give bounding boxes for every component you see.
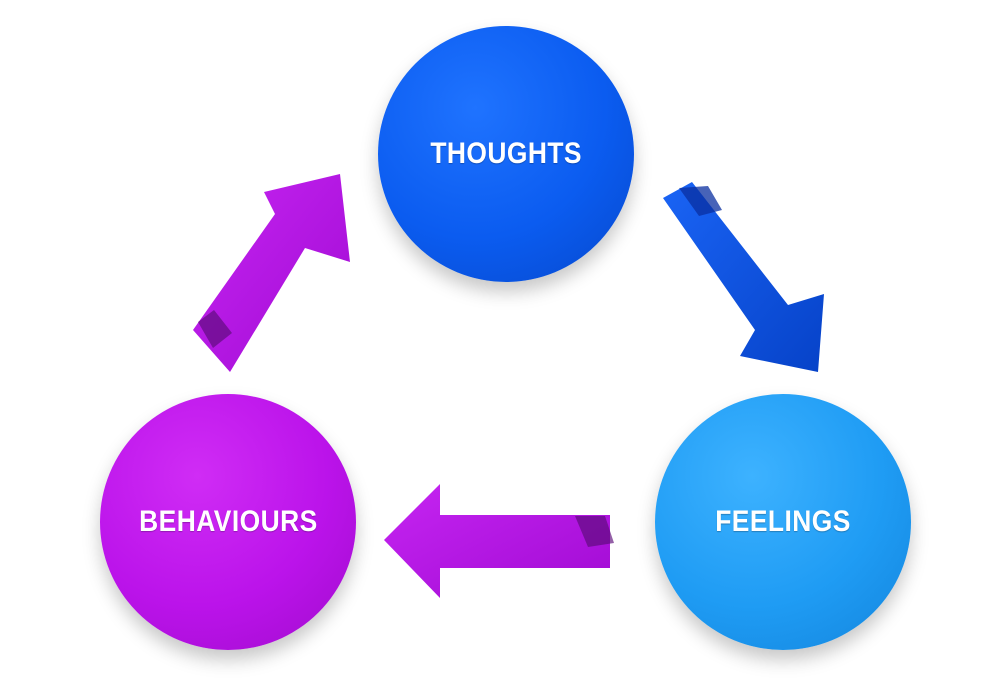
node-behaviours: BEHAVIOURS xyxy=(100,394,356,650)
node-thoughts: THOUGHTS xyxy=(378,26,634,282)
arrow-feelings-to-behaviours xyxy=(384,484,614,598)
node-feelings: FEELINGS xyxy=(655,394,911,650)
arrow-behaviours-to-thoughts xyxy=(193,174,350,372)
node-behaviours-label: BEHAVIOURS xyxy=(138,505,318,538)
arrow-curl-purple-left xyxy=(198,310,232,348)
node-thoughts-label: THOUGHTS xyxy=(430,137,582,170)
node-feelings-label: FEELINGS xyxy=(715,505,851,538)
arrow-curl-purple-bottom xyxy=(575,516,614,547)
arrow-curl-blue xyxy=(679,186,722,216)
arrow-thoughts-to-feelings xyxy=(663,182,824,372)
